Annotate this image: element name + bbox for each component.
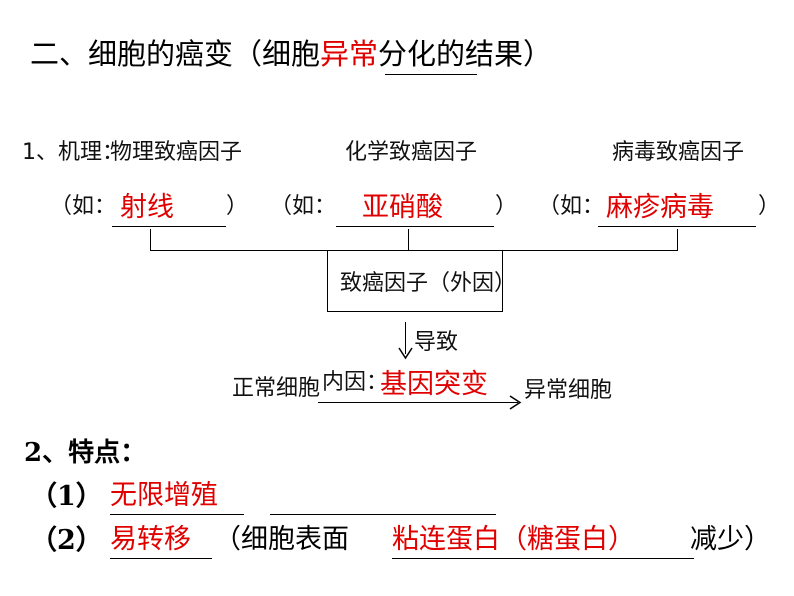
features-heading: 2、特点： [24, 438, 147, 468]
chemical-eg-close: ） [495, 194, 518, 219]
feature-2-answer-2: 粘连蛋白（糖蛋白） [392, 524, 635, 555]
abnormal-cell-label: 异常细胞 [524, 378, 613, 403]
internal-label: 内因： [322, 370, 389, 395]
feature-2-number: （2） [30, 525, 103, 556]
feature-2-tail: 减少） [690, 524, 771, 555]
title-tail: 分化的结果） [378, 37, 553, 71]
internal-answer: 基因突变 [380, 369, 488, 400]
chemical-eg-open: （如： [270, 194, 337, 219]
feature-1-underline-b [270, 514, 496, 515]
chemical-answer: 亚硝酸 [362, 192, 443, 223]
connector-right [677, 229, 678, 251]
viral-factor: 病毒致癌因子 [612, 140, 745, 165]
down-arrow-icon [398, 347, 413, 360]
feature-1-answer: 无限增殖 [110, 480, 218, 511]
leads-to-label: 导致 [414, 330, 459, 355]
right-arrow-icon [509, 395, 522, 410]
viral-eg-close: ） [758, 194, 781, 219]
carcinogen-box: 致癌因子（外因） [327, 250, 516, 312]
connector-center [408, 229, 409, 251]
chemical-underline [336, 226, 494, 227]
feature-2-underline-a [110, 558, 212, 559]
normal-cell-label: 正常细胞 [232, 376, 321, 401]
chemical-factor: 化学致癌因子 [345, 140, 478, 165]
feature-2-mid: （细胞表面 [214, 524, 349, 555]
down-arrow-shaft [405, 322, 406, 354]
physical-underline [112, 226, 226, 227]
physical-answer: 射线 [120, 192, 174, 223]
page-title: 二、细胞的癌变（细胞异常分化的结果） [30, 40, 552, 69]
feature-1-underline-a [110, 514, 244, 515]
feature-1-number: （1） [30, 481, 103, 512]
connector-left [150, 229, 151, 251]
mechanism-label: 1、机理： [22, 140, 124, 165]
title-main: 二、细胞的癌变（细胞 [30, 37, 321, 71]
physical-eg-close: ） [226, 194, 249, 219]
transition-arrow-shaft [318, 402, 518, 403]
carcinogen-box-label: 致癌因子（外因） [340, 271, 517, 296]
title-blank-underline [385, 74, 477, 75]
title-blank-answer: 异常 [320, 37, 379, 71]
feature-2-underline-b [392, 558, 694, 559]
physical-factor: 物理致癌因子 [110, 140, 243, 165]
physical-eg-open: （如： [50, 194, 117, 219]
feature-2-answer: 易转移 [110, 524, 191, 555]
viral-underline [598, 226, 756, 227]
viral-answer: 麻疹病毒 [606, 192, 714, 223]
viral-eg-open: （如： [538, 194, 605, 219]
